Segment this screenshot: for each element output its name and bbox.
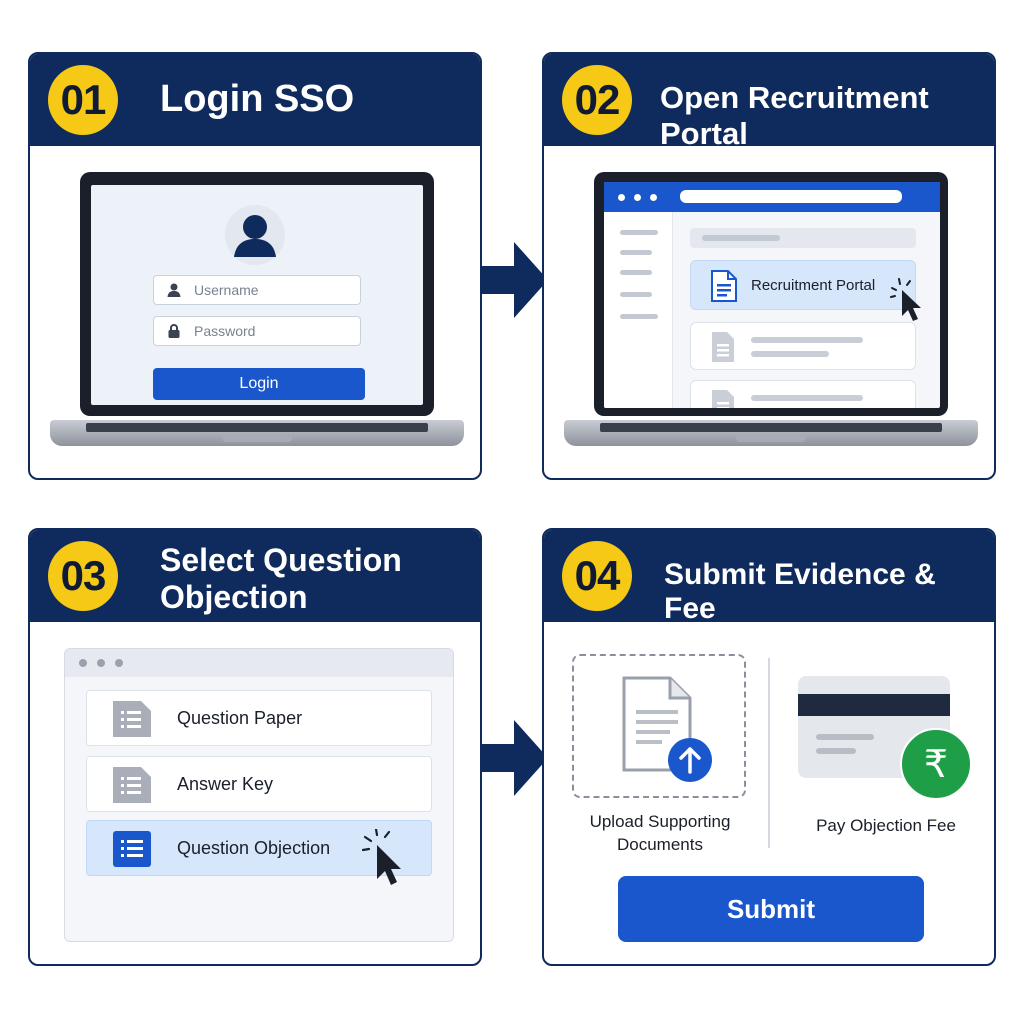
- answer-key-item[interactable]: Answer Key: [86, 756, 432, 812]
- window-titlebar: [65, 649, 453, 677]
- step-3-title-line-2: Objection: [160, 579, 308, 615]
- rupee-symbol: ₹: [923, 742, 949, 786]
- fee-card-illustration[interactable]: ₹: [798, 676, 978, 800]
- question-paper-label: Question Paper: [177, 708, 303, 728]
- document-icon: [711, 270, 737, 302]
- upload-dropzone[interactable]: [572, 654, 746, 798]
- step-3-panel: 03 Select Question Objection Question Pa…: [28, 528, 482, 966]
- login-button[interactable]: Login: [153, 368, 365, 400]
- login-screen: Username Password Login: [91, 185, 423, 405]
- question-objection-item[interactable]: Question Objection: [86, 820, 432, 885]
- question-paper-item[interactable]: Question Paper: [86, 690, 432, 746]
- document-list-icon: [113, 767, 151, 803]
- document-icon: [712, 390, 734, 408]
- cursor-click-icon: [890, 278, 921, 321]
- portal-list-item[interactable]: [690, 380, 916, 408]
- user-icon: [167, 283, 181, 297]
- step-2-panel: 02 Open Recruitment Portal: [542, 52, 996, 480]
- step-4-number-badge: 04: [562, 541, 632, 611]
- portal-sidebar: [604, 212, 673, 408]
- divider: [768, 658, 770, 848]
- password-field[interactable]: Password: [153, 316, 361, 346]
- document-list-icon: [113, 701, 151, 737]
- step-1-header: 01 Login SSO: [30, 54, 480, 146]
- upload-document-icon: [622, 676, 712, 782]
- upload-label-line-1: Upload Supporting: [589, 812, 731, 831]
- step-1-title: Login SSO: [160, 78, 355, 120]
- recruitment-portal-item[interactable]: Recruitment Portal: [690, 260, 916, 310]
- fee-label: Pay Objection Fee: [816, 816, 956, 835]
- cursor-click-icon: [361, 829, 401, 885]
- step-1-panel: 01 Login SSO Username: [28, 52, 482, 480]
- step-4-panel: 04 Submit Evidence & Fee Upload Supporti…: [542, 528, 996, 966]
- portal-list-item[interactable]: [690, 322, 916, 370]
- step-3-title-line-1: Select Question: [160, 542, 402, 578]
- arrow-right-icon: [482, 720, 548, 796]
- step-4-header: 04 Submit Evidence & Fee: [544, 530, 994, 625]
- lock-icon: [168, 324, 180, 338]
- step-3-title: Select Question Objection: [160, 542, 402, 616]
- username-field[interactable]: Username: [153, 275, 361, 305]
- browser-bar: [604, 182, 940, 212]
- user-avatar-icon: [225, 205, 285, 265]
- submit-button[interactable]: Submit: [618, 876, 924, 942]
- laptop-trackpad: [736, 436, 806, 442]
- step-1-number-badge: 01: [48, 65, 118, 135]
- upload-label-line-2: Documents: [617, 835, 703, 854]
- step-3-number-badge: 03: [48, 541, 118, 611]
- rupee-coin-icon: ₹: [900, 728, 972, 800]
- step-4-title: Submit Evidence & Fee: [664, 558, 936, 625]
- document-list-icon: [113, 831, 151, 867]
- step-2-title: Open Recruitment Portal: [660, 80, 929, 151]
- laptop-keyboard: [600, 423, 942, 432]
- laptop-keyboard: [86, 423, 428, 432]
- password-placeholder: Password: [194, 323, 256, 339]
- answer-key-label: Answer Key: [177, 774, 274, 794]
- username-placeholder: Username: [194, 282, 259, 298]
- step-3-header: 03 Select Question Objection: [30, 530, 480, 622]
- document-icon: [712, 332, 734, 362]
- portal-search-bar: [690, 228, 916, 248]
- recruitment-portal-label: Recruitment Portal: [751, 277, 876, 294]
- arrow-right-icon: [482, 242, 548, 318]
- portal-window: Recruitment Portal: [604, 182, 940, 408]
- question-objection-label: Question Objection: [177, 838, 331, 858]
- upload-label: Upload Supporting Documents: [558, 810, 762, 856]
- laptop-trackpad: [222, 436, 292, 442]
- step-2-header: 02 Open Recruitment Portal: [544, 54, 994, 151]
- step-2-number-badge: 02: [562, 65, 632, 135]
